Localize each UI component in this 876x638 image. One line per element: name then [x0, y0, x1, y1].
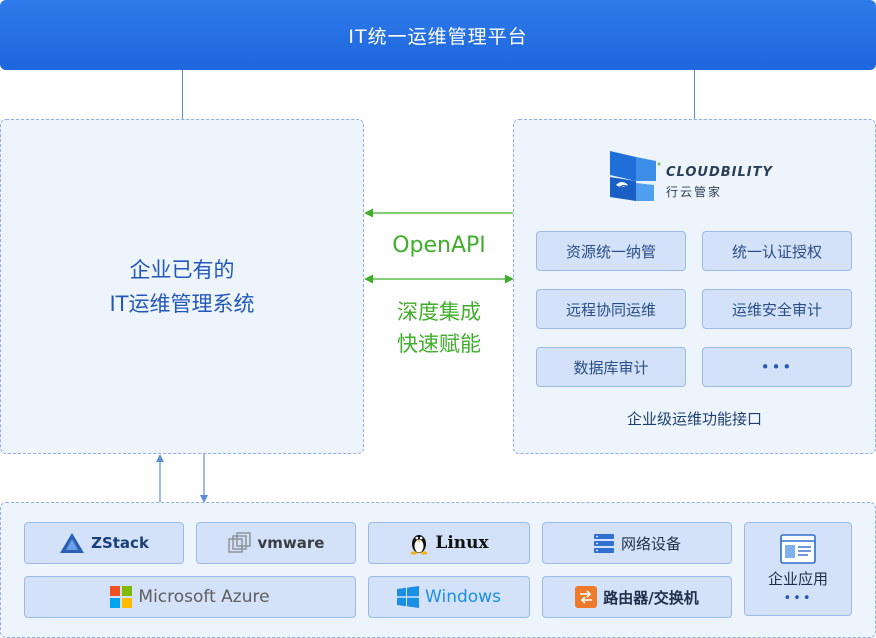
cloudbility-brand: CLOUDBILITY [666, 165, 773, 180]
slogan-line2: 快速赋能 [397, 332, 481, 356]
existing-system-panel: 企业已有的 IT运维管理系统 [0, 119, 364, 454]
function-security-audit[interactable]: 运维安全审计 [702, 289, 852, 329]
network-device-icon [593, 534, 614, 553]
interface-caption: 企业级运维功能接口 [626, 410, 762, 428]
existing-system-line2: IT运维管理系统 [109, 291, 255, 316]
connector-left [182, 70, 183, 120]
arrow-up [156, 454, 164, 502]
enterprise-app-more: ••• [783, 590, 813, 606]
tile-router-switch[interactable]: 路由器/交换机 [542, 576, 732, 618]
microsoft-azure-label: Microsoft Azure [138, 587, 270, 607]
arrow-down [200, 454, 208, 503]
tile-linux[interactable]: Linux [368, 522, 530, 564]
zstack-icon [60, 533, 85, 553]
cloudbility-subtitle: 行云管家 [666, 185, 723, 199]
existing-system-title: 企业已有的 IT运维管理系统 [1, 120, 363, 453]
platform-title: IT统一运维管理平台 [348, 25, 528, 48]
function-database-audit[interactable]: 数据库审计 [536, 347, 686, 387]
router-switch-icon [575, 586, 598, 608]
function-unified-auth[interactable]: 统一认证授权 [702, 231, 852, 271]
tile-network-device[interactable]: 网络设备 [542, 522, 732, 564]
router-switch-label: 路由器/交换机 [603, 588, 699, 607]
windows-label: Windows [425, 587, 501, 607]
linux-penguin-icon [410, 535, 428, 555]
vmware-label: vmware [257, 534, 325, 552]
tile-zstack[interactable]: ZStack [24, 522, 184, 564]
tile-microsoft-azure[interactable]: Microsoft Azure [24, 576, 356, 618]
cloudbility-logo: CLOUDBILITY 行云管家 [606, 147, 786, 203]
vmware-icon [227, 532, 251, 553]
microsoft-logo-icon [110, 586, 133, 608]
slogan-line1: 深度集成 [397, 300, 481, 324]
linux-label: Linux [435, 533, 489, 553]
integration-slogan: 深度集成 快速赋能 [364, 296, 514, 360]
arrow-bidirectional [364, 274, 514, 284]
tile-enterprise-app[interactable]: 企业应用 ••• [744, 522, 852, 616]
function-more[interactable]: ••• [702, 347, 852, 387]
tile-vmware[interactable]: vmware [196, 522, 356, 564]
zstack-label: ZStack [91, 534, 149, 552]
windows-logo-icon [397, 586, 420, 608]
connector-right [694, 70, 695, 120]
arrow-from-right [364, 208, 514, 218]
function-remote-ops[interactable]: 远程协同运维 [536, 289, 686, 329]
openapi-label: OpenAPI [392, 233, 486, 258]
cloudbility-panel [513, 119, 876, 454]
function-resource-management[interactable]: 资源统一纳管 [536, 231, 686, 271]
enterprise-app-label: 企业应用 [767, 569, 828, 588]
network-device-label: 网络设备 [620, 534, 681, 553]
existing-system-line1: 企业已有的 [129, 257, 235, 282]
cloudbility-logo-icon [610, 151, 661, 201]
enterprise-app-icon [780, 533, 816, 564]
platform-header: IT统一运维管理平台 [0, 0, 876, 70]
tile-windows[interactable]: Windows [368, 576, 530, 618]
